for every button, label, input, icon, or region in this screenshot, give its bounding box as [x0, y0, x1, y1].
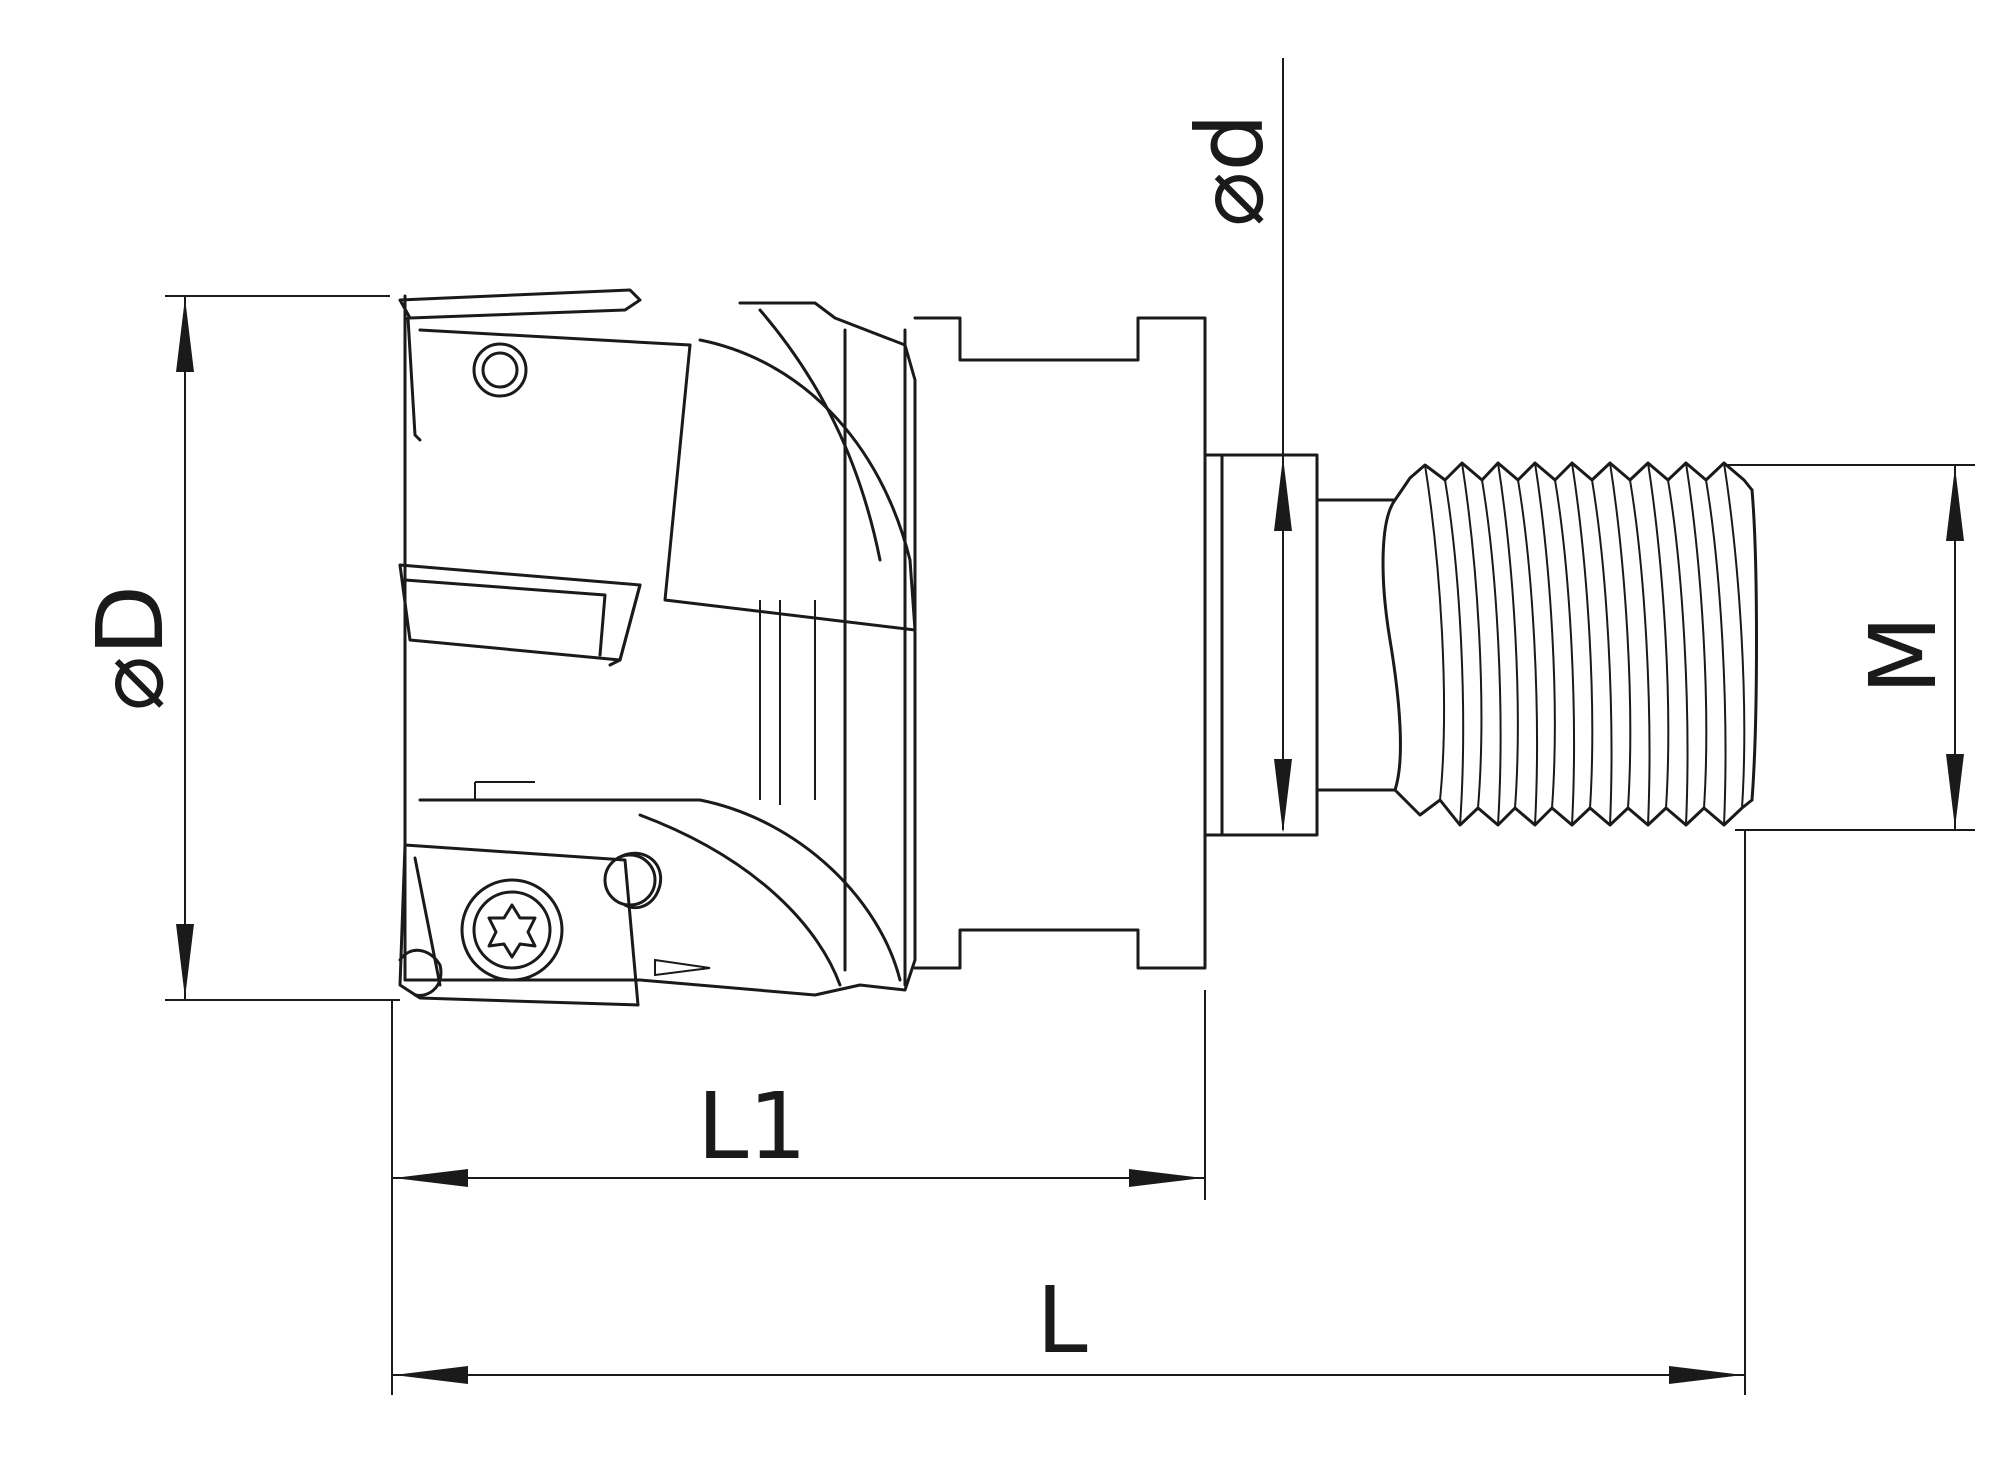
dimension-cutting-length: L1 [391, 990, 1206, 1200]
cutting-length-label: L1 [697, 1073, 807, 1180]
dimension-thread: M [1725, 464, 1975, 831]
outer-diameter-label: ⌀D [77, 585, 184, 711]
dimension-shank-diameter: ⌀d [1177, 58, 1292, 833]
overall-length-label: L [1036, 1267, 1087, 1374]
dimension-outer-diameter: ⌀D [77, 295, 400, 1001]
middle-insert [398, 563, 642, 667]
dimension-overall-length: L [391, 830, 1746, 1395]
shank-diameter-label: ⌀d [1177, 113, 1284, 227]
lower-insert [398, 843, 711, 1007]
upper-insert [398, 288, 692, 442]
milling-head-body [403, 294, 1207, 997]
upper-screw-icon [472, 342, 528, 398]
torx-screw-icon [460, 878, 564, 982]
thread [1393, 461, 1758, 827]
thread-label: M [1850, 615, 1957, 694]
shank [1203, 453, 1402, 837]
